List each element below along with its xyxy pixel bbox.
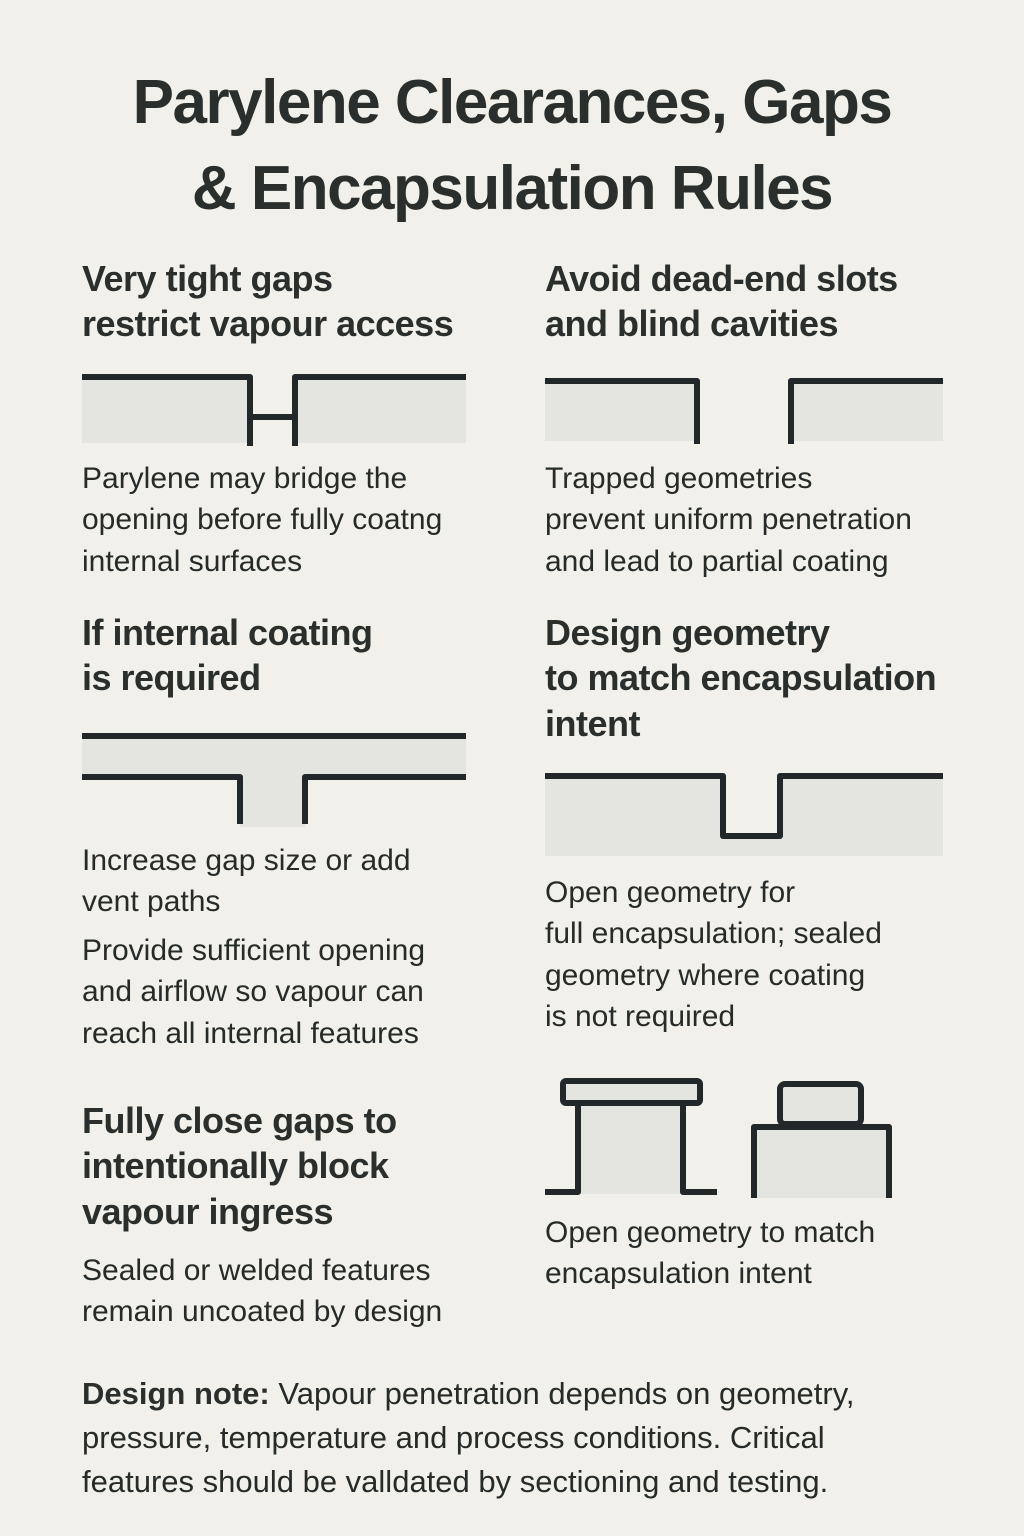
heading-tight-gaps: Very tight gaps restrict vapour access bbox=[82, 258, 454, 345]
caption-sealed-features: Sealed or welded features remain uncoate… bbox=[82, 1254, 443, 1329]
design-note-text: Vapour penetration depends on geometry, … bbox=[82, 1376, 855, 1500]
heading-design-geometry: Design geometry to match encapsulation i… bbox=[545, 612, 937, 744]
slab-with-stem bbox=[82, 736, 466, 827]
open-notch-diagram bbox=[545, 773, 943, 856]
table-shape-diagram bbox=[545, 1078, 717, 1195]
right-block-outline bbox=[788, 378, 943, 444]
caption-dead-end: Trapped geometries prevent uniform penet… bbox=[545, 462, 912, 578]
right-bottom-outline bbox=[302, 774, 466, 824]
notch-outline bbox=[545, 773, 943, 839]
heading-internal-coating: If internal coating is required bbox=[82, 612, 373, 699]
table-cap bbox=[560, 1078, 703, 1106]
heading-close-gaps: Fully close gaps to intentionally block … bbox=[82, 1100, 397, 1232]
open-slot-diagram bbox=[545, 378, 943, 444]
right-block bbox=[295, 377, 466, 443]
vented-channel-diagram bbox=[82, 733, 466, 827]
left-bottom-outline bbox=[82, 774, 243, 824]
left-block-outline bbox=[82, 374, 253, 446]
stepped-block-diagram bbox=[751, 1081, 892, 1198]
caption-encapsulation-intent: Open geometry to match encapsulation int… bbox=[545, 1216, 876, 1291]
design-note-label: Design note: bbox=[82, 1376, 270, 1411]
caption-open-geometry: Open geometry for full encapsulation; se… bbox=[545, 876, 882, 1034]
top-block bbox=[777, 1081, 864, 1127]
left-block bbox=[82, 377, 250, 443]
table-left-leg bbox=[545, 1103, 581, 1195]
design-note: Design note: Vapour penetration depends … bbox=[82, 1372, 972, 1504]
table-body-fill bbox=[578, 1103, 683, 1194]
heading-dead-end: Avoid dead-end slots and blind cavities bbox=[545, 258, 898, 345]
narrow-gap-diagram bbox=[82, 374, 466, 446]
right-block-outline bbox=[292, 374, 466, 446]
caption-increase-gap: Increase gap size or add vent paths bbox=[82, 844, 411, 919]
left-block-outline bbox=[545, 378, 700, 444]
left-block bbox=[545, 381, 697, 441]
base-block-fill bbox=[754, 1127, 889, 1198]
caption-provide-opening: Provide sufficient opening and airflow s… bbox=[82, 934, 426, 1050]
table-right-leg bbox=[680, 1103, 717, 1195]
caption-tight-gaps: Parylene may bridge the opening before f… bbox=[82, 462, 443, 578]
page-title: Parylene Clearances, Gaps & Encapsulatio… bbox=[132, 68, 893, 223]
slab-with-notch bbox=[545, 776, 943, 856]
right-block bbox=[791, 381, 943, 441]
